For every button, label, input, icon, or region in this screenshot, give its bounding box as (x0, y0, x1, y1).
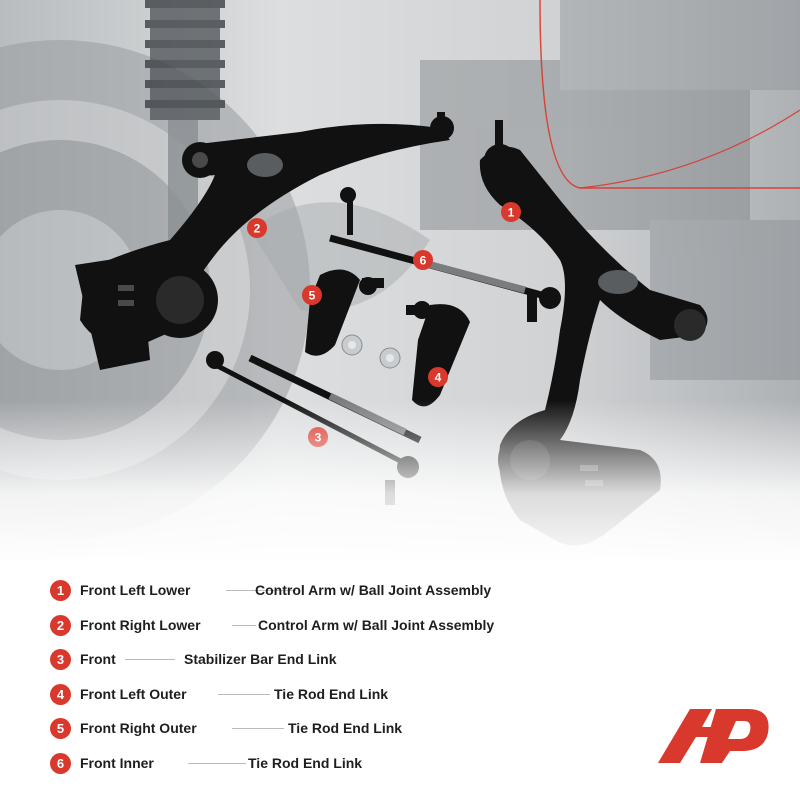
engine-block-background (250, 0, 800, 380)
callout-5: 5 (302, 285, 322, 305)
legend-number: 1 (50, 580, 71, 601)
legend-row-1: 1 Front Left Lower Control Arm w/ Ball J… (50, 578, 570, 613)
legend-part: Front Left Outer (80, 685, 187, 702)
legend-divider (232, 728, 284, 729)
legend-part: Front Inner (80, 754, 154, 771)
svg-text:5: 5 (309, 289, 316, 303)
legend-divider (188, 762, 246, 764)
inner-tie-rod-6 (329, 187, 561, 322)
legend-row-5: 5 Front Right Outer Tie Rod End Link (50, 716, 570, 751)
legend-row-4: 4 Front Left Outer Tie Rod End Link (50, 682, 570, 717)
legend-number: 2 (50, 614, 71, 636)
legend-part: Front Left Lower (80, 582, 191, 598)
outer-tie-rod-4 (406, 301, 470, 407)
legend-divider (232, 624, 256, 626)
legend-desc: Stabilizer Bar End Link (184, 651, 337, 667)
svg-text:1: 1 (508, 206, 515, 220)
parts-legend: 1 Front Left Lower Control Arm w/ Ball J… (50, 578, 570, 785)
washers (341, 334, 401, 369)
legend-desc: Tie Rod End Link (274, 685, 389, 702)
legend-row-3: 3 Front Stabilizer Bar End Link (50, 647, 570, 682)
legend-desc: Control Arm w/ Ball Joint Assembly (258, 616, 495, 633)
photo-fade (0, 400, 800, 570)
legend-row-6: 6 Front Inner Tie Rod End Link (50, 751, 570, 786)
svg-text:4: 4 (435, 371, 442, 385)
legend-number: 4 (50, 683, 71, 705)
legend-desc: Tie Rod End Link (248, 754, 363, 771)
callout-4: 4 (428, 367, 448, 387)
legend-desc: Tie Rod End Link (288, 720, 403, 736)
control-arm-front-right (75, 112, 454, 370)
svg-text:2: 2 (254, 222, 261, 236)
legend-part: Front Right Lower (80, 616, 201, 633)
legend-row-2: 2 Front Right Lower Control Arm w/ Ball … (50, 613, 570, 648)
svg-text:6: 6 (420, 254, 427, 268)
legend-desc: Control Arm w/ Ball Joint Assembly (255, 582, 492, 598)
legend-divider (226, 590, 296, 591)
legend-part: Front (80, 651, 116, 667)
legend-divider (125, 659, 175, 660)
callout-6: 6 (413, 250, 433, 270)
legend-number: 6 (50, 752, 71, 774)
a-premium-logo-icon (658, 709, 769, 763)
legend-divider (218, 693, 270, 695)
legend-number: 5 (50, 718, 71, 739)
legend-number: 3 (50, 649, 71, 670)
callout-1: 1 (501, 202, 521, 222)
legend-part: Front Right Outer (80, 720, 197, 736)
callout-2: 2 (247, 218, 267, 238)
